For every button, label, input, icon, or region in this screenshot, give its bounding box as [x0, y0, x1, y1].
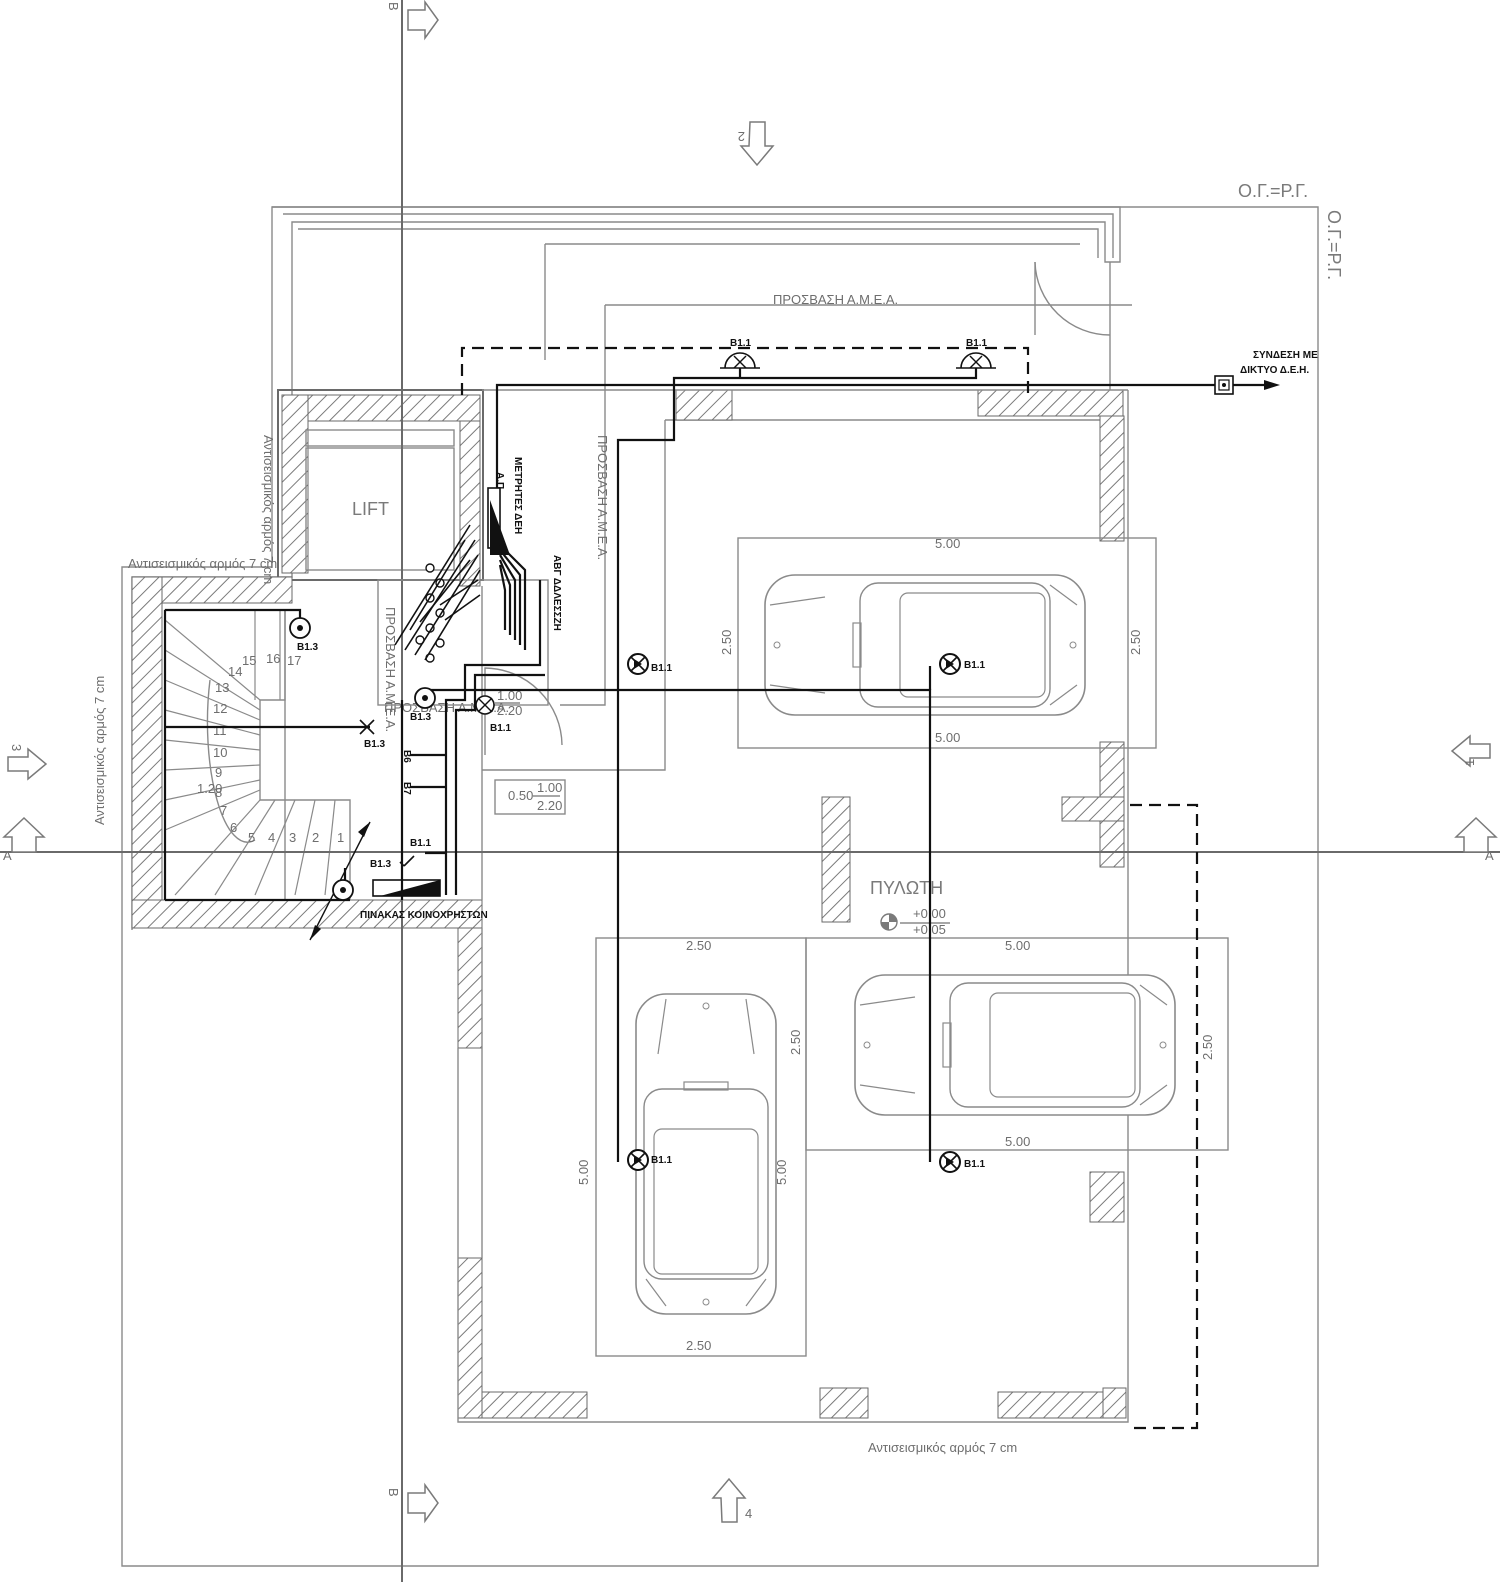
stair-steps — [164, 610, 336, 896]
meters-label: ΜΕΤΡΗΤΕΣ ΔΕΗ — [512, 457, 523, 534]
seismic-joint-left: Αντισεισμικός αρμός 7 cm — [92, 676, 107, 825]
parking-2-width: 2.50 — [686, 938, 711, 953]
parking-2-depth: 5.00 — [576, 1160, 591, 1185]
parking-2-width-bottom: 2.50 — [686, 1338, 711, 1353]
meter-box-label: Α.Π — [494, 472, 505, 489]
b6-label: Β6 — [401, 750, 412, 763]
seismic-joint-top: Αντισεισμικός αρμός 7 cm — [128, 556, 277, 571]
svg-text:11: 11 — [213, 723, 227, 738]
parking-1-depth-right: 2.50 — [1128, 630, 1143, 655]
stair-light-label: Β1.3 — [364, 739, 386, 750]
wall-light-label-3: Β1.3 — [370, 859, 392, 870]
parking-1-depth: 2.50 — [719, 630, 734, 655]
svg-text:12: 12 — [213, 701, 227, 716]
stair-width-dim: 1.20 — [197, 781, 222, 796]
section-a-left: Α — [3, 848, 12, 863]
section-3: 3 — [9, 744, 24, 751]
svg-text:10: 10 — [213, 745, 227, 760]
svg-text:4: 4 — [268, 830, 275, 845]
section-markers — [2, 0, 1498, 1524]
svg-text:8: 8 — [215, 785, 222, 800]
parking-3-width-bottom: 5.00 — [1005, 1134, 1030, 1149]
svg-text:15: 15 — [242, 653, 256, 668]
parking-1-width-bottom: 5.00 — [935, 730, 960, 745]
electrical-wiring — [163, 368, 1280, 1162]
svg-text:6: 6 — [230, 820, 237, 835]
door-width-dim: 1.00 — [497, 688, 522, 703]
svg-text:9: 9 — [215, 765, 222, 780]
meter-bank: Α.Π ΜΕΤΡΗΤΕΣ ΔΕΗ ΑΒΓ ΔΔΛΕΣΣΖΗ — [394, 457, 562, 663]
parking-3-width: 5.00 — [1005, 938, 1030, 953]
parking-1-width: 5.00 — [935, 536, 960, 551]
common-panel: ΠΙΝΑΚΑΣ ΚΟΙΝΟΧΡΗΣΤΩΝ — [309, 821, 488, 941]
svg-text:13: 13 — [215, 680, 229, 695]
svg-text:7: 7 — [220, 803, 227, 818]
b7-label: Β7 — [401, 782, 412, 795]
accessibility-label-small-vertical: ΠΡΟΣΒΑΣΗ Α.Μ.Ε.Α. — [383, 607, 398, 732]
svg-text:17: 17 — [287, 653, 301, 668]
piloti-lamp-label-3: Β1.1 — [651, 1155, 673, 1166]
wall-light-label-1: Β1.3 — [297, 642, 319, 653]
piloti-lamp-label-2: Β1.1 — [964, 660, 986, 671]
section-b-bottom: Β — [386, 1488, 401, 1497]
section-1: 1 — [1462, 759, 1477, 766]
window-sill-dim: 0.50 — [508, 788, 533, 803]
parking-spot-1 — [737, 537, 1157, 749]
stair-numbers: 1 2 3 4 5 6 7 8 9 10 11 12 13 14 15 16 1… — [213, 651, 344, 845]
lamp-label-2: Β1.1 — [966, 338, 988, 349]
parking-2-mid-dim: 2.50 — [788, 1030, 803, 1055]
piloti-label: ΠΥΛΩΤΗ — [870, 878, 943, 898]
piloti-lamp-label-4: Β1.1 — [964, 1159, 986, 1170]
svg-text:16: 16 — [266, 651, 280, 666]
grid-connection-label-2: ΔΙΚΤΥΟ Δ.Ε.Η. — [1240, 365, 1309, 376]
seismic-joint-lift: Αντισεισμικός αρμός 7 cm — [261, 435, 276, 584]
dashed-cable-right — [1130, 803, 1199, 1430]
grid-connection-label-1: ΣΥΝΔΕΣΗ ΜΕ — [1253, 350, 1318, 361]
entry-lamp-1 — [720, 352, 760, 369]
svg-text:5: 5 — [248, 830, 255, 845]
section-b-top: Β — [386, 2, 401, 11]
switch-label: Β1.1 — [410, 838, 432, 849]
piloti-lamp-label-1: Β1.1 — [651, 663, 673, 674]
window-height-dim: 2.20 — [537, 798, 562, 813]
dashed-cable-top — [460, 346, 1030, 395]
accessibility-label-vertical: ΠΡΟΣΒΑΣΗ Α.Μ.Ε.Α. — [595, 435, 610, 560]
grid-connection — [1214, 375, 1234, 395]
section-a-right: Α — [1485, 848, 1494, 863]
parking-3-depth: 2.50 — [1200, 1035, 1215, 1060]
window-width-dim: 1.00 — [537, 780, 562, 795]
lift-label: LIFT — [352, 499, 389, 519]
seismic-joint-bottom: Αντισεισμικός αρμός 7 cm — [868, 1440, 1017, 1455]
door-height-dim: 2.20 — [497, 703, 522, 718]
svg-text:2: 2 — [312, 830, 319, 845]
landing-lamp-label: Β1.1 — [490, 723, 512, 734]
switch-symbols — [359, 719, 415, 867]
property-line-label-side: Ο.Γ.=Ρ.Γ. — [1324, 210, 1344, 280]
lamp-label-1: Β1.1 — [730, 338, 752, 349]
flats-label: ΑΒΓ ΔΔΛΕΣΣΖΗ — [551, 555, 562, 631]
parking-2-depth-right: 5.00 — [774, 1160, 789, 1185]
svg-text:3: 3 — [289, 830, 296, 845]
svg-text:1: 1 — [337, 830, 344, 845]
parking-spot-3 — [805, 937, 1229, 1151]
svg-text:14: 14 — [228, 664, 242, 679]
section-4: 4 — [745, 1506, 752, 1521]
landing-lamp — [475, 695, 495, 715]
property-line-label-top: Ο.Γ.=Ρ.Γ. — [1238, 181, 1308, 201]
wall-light-label-2: Β1.3 — [410, 712, 432, 723]
panel-label: ΠΙΝΑΚΑΣ ΚΟΙΝΟΧΡΗΣΤΩΝ — [360, 910, 488, 921]
section-2: 2 — [738, 129, 745, 144]
accessibility-label-top: ΠΡΟΣΒΑΣΗ Α.Μ.Ε.Α. — [773, 292, 898, 307]
entry-lamp-2 — [956, 352, 996, 369]
